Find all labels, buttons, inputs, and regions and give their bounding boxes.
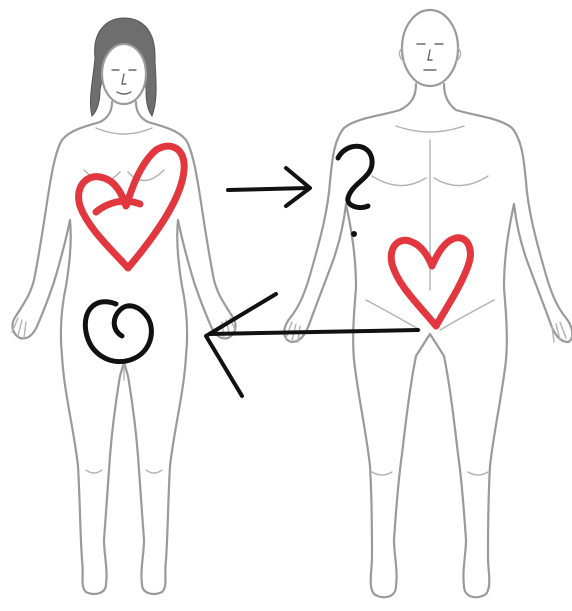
question-mark: ? — [0, 0, 372, 237]
male-figure — [284, 10, 572, 597]
female-knees — [86, 470, 162, 473]
female-circle-mark — [85, 302, 151, 362]
male-collarbones — [396, 126, 464, 132]
question-mark-label: ? — [0, 0, 1, 1]
female-heart-mark — [79, 146, 185, 268]
arrow-left — [206, 294, 418, 396]
male-head — [402, 10, 458, 86]
female-body-outline — [13, 102, 236, 594]
question-mark-dot — [351, 231, 357, 237]
male-knees — [372, 472, 488, 475]
arrow-right — [228, 168, 310, 206]
male-heart-mark — [391, 238, 470, 326]
female-collar — [96, 128, 152, 134]
question-mark-curve — [338, 146, 372, 207]
male-body-outline — [284, 84, 572, 597]
